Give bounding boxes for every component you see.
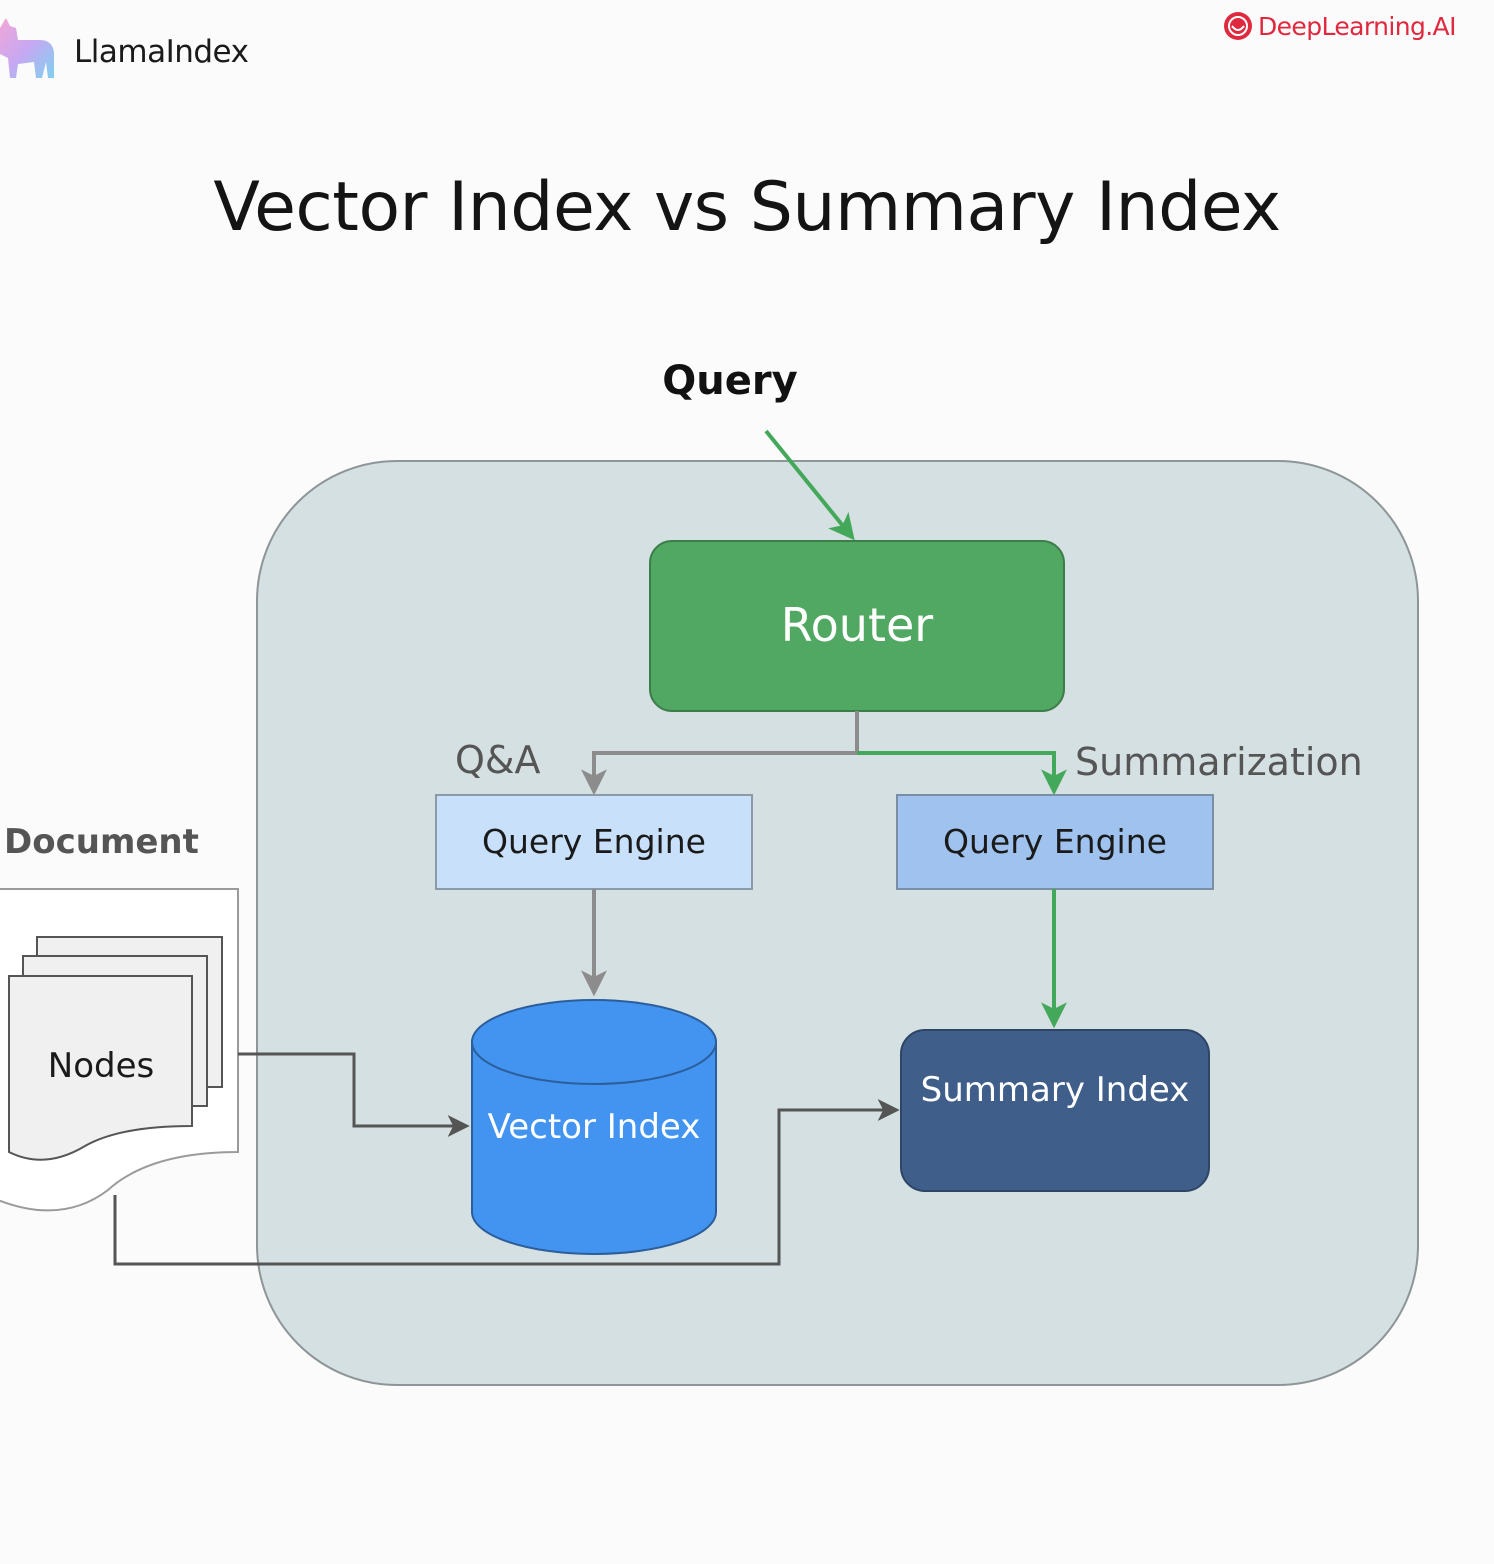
page-title: Vector Index vs Summary Index	[213, 168, 1281, 247]
query-engine-left-box	[435, 794, 753, 890]
document-label: Document	[4, 822, 199, 862]
brand-right-text: DeepLearning.AI	[1258, 12, 1456, 41]
deeplearning-logo: DeepLearning.AI	[1222, 8, 1487, 48]
query-engine-right-label: Query Engine	[943, 822, 1167, 861]
query-engine-right-box	[896, 794, 1214, 890]
summarization-branch-arrow	[857, 751, 1067, 796]
brand-left-text: LlamaIndex	[74, 34, 249, 70]
document-shape	[0, 888, 239, 1212]
nodes-label: Nodes	[47, 1046, 155, 1086]
qa-branch-label: Q&A	[455, 738, 541, 782]
query-engine-left-label: Query Engine	[482, 822, 706, 861]
summary-index-box	[900, 1029, 1210, 1192]
summary-index-label: Summary Index	[920, 1070, 1190, 1110]
query-label: Query	[662, 358, 798, 404]
deeplearning-swirl-icon	[1224, 12, 1252, 40]
nodes-to-vector-arrow	[238, 1052, 470, 1137]
llamaindex-logo: LlamaIndex	[0, 18, 270, 88]
llama-icon	[0, 18, 54, 78]
query-arrow	[764, 429, 855, 541]
summarization-branch-label: Summarization	[1075, 740, 1363, 784]
qa-branch-arrow	[581, 751, 857, 796]
nodes-to-summary-arrow	[113, 1099, 900, 1266]
router-label: Router	[780, 598, 934, 652]
vector-index-label: Vector Index	[487, 1107, 701, 1147]
vector-index-cylinder	[471, 999, 717, 1255]
